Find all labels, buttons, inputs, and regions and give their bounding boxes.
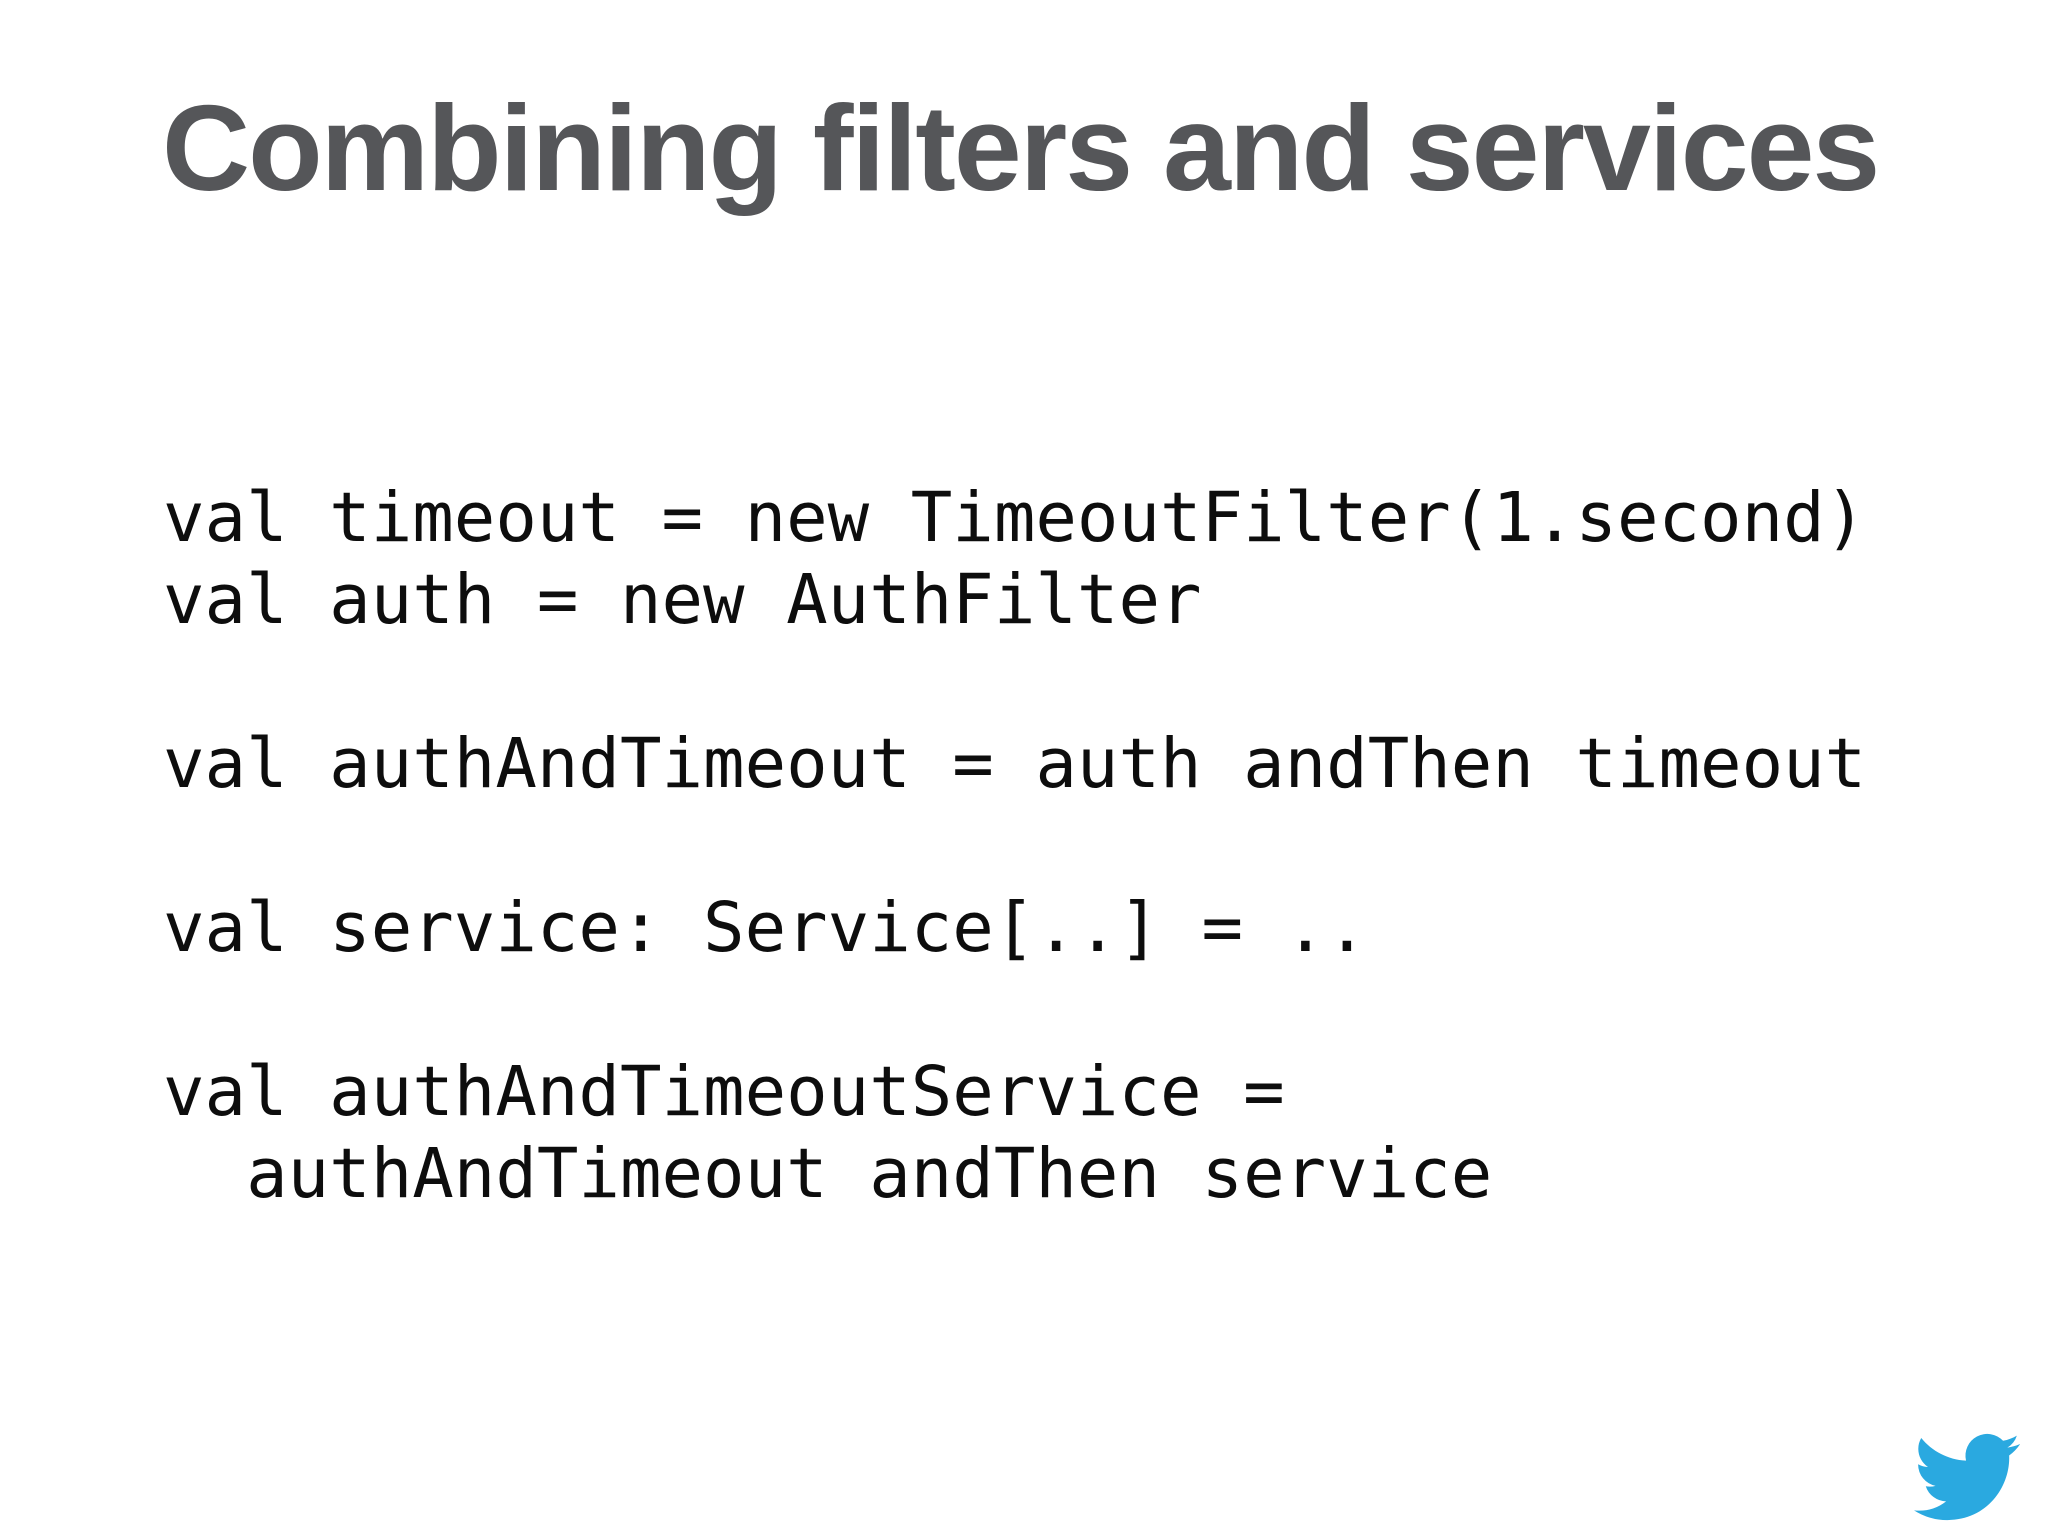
code-block: val timeout = new TimeoutFilter(1.second… bbox=[163, 478, 1867, 1214]
twitter-bird-icon bbox=[1914, 1424, 2020, 1530]
slide-title: Combining filters and services bbox=[162, 80, 1880, 216]
twitter-bird-path bbox=[1914, 1433, 2020, 1521]
